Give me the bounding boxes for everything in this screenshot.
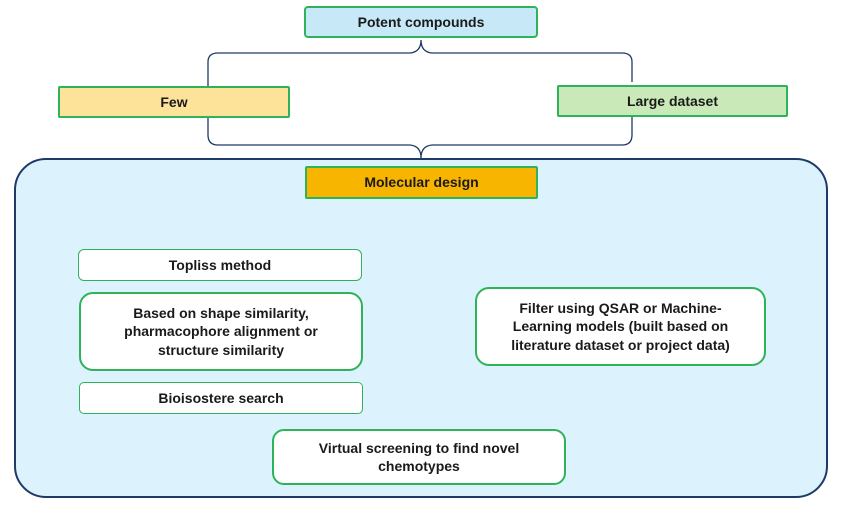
topliss-method-label: Topliss method bbox=[168, 256, 272, 273]
potent-compounds-node: Potent compounds bbox=[304, 6, 538, 38]
bioisostere-search-node: Bioisostere search bbox=[79, 382, 363, 414]
top-brace bbox=[207, 39, 633, 86]
shape-similarity-label: Based on shape similarity, pharmacophore… bbox=[124, 305, 318, 358]
potent-compounds-label: Potent compounds bbox=[357, 13, 485, 30]
topliss-method-node: Topliss method bbox=[78, 249, 362, 281]
qsar-filter-node: Filter using QSAR or Machine-Learning mo… bbox=[475, 287, 766, 366]
few-label: Few bbox=[160, 93, 188, 110]
qsar-filter-label: Filter using QSAR or Machine-Learning mo… bbox=[511, 300, 730, 353]
molecular-design-node: Molecular design bbox=[305, 166, 538, 199]
bottom-brace bbox=[207, 117, 633, 159]
bioisostere-search-label: Bioisostere search bbox=[158, 389, 284, 406]
virtual-screening-node: Virtual screening to find novel chemotyp… bbox=[272, 429, 566, 485]
molecular-design-label: Molecular design bbox=[364, 174, 479, 191]
shape-similarity-node: Based on shape similarity, pharmacophore… bbox=[79, 292, 363, 371]
large-dataset-label: Large dataset bbox=[626, 92, 719, 109]
large-dataset-node: Large dataset bbox=[557, 85, 788, 117]
few-node: Few bbox=[58, 86, 290, 118]
virtual-screening-label: Virtual screening to find novel chemotyp… bbox=[318, 439, 520, 474]
